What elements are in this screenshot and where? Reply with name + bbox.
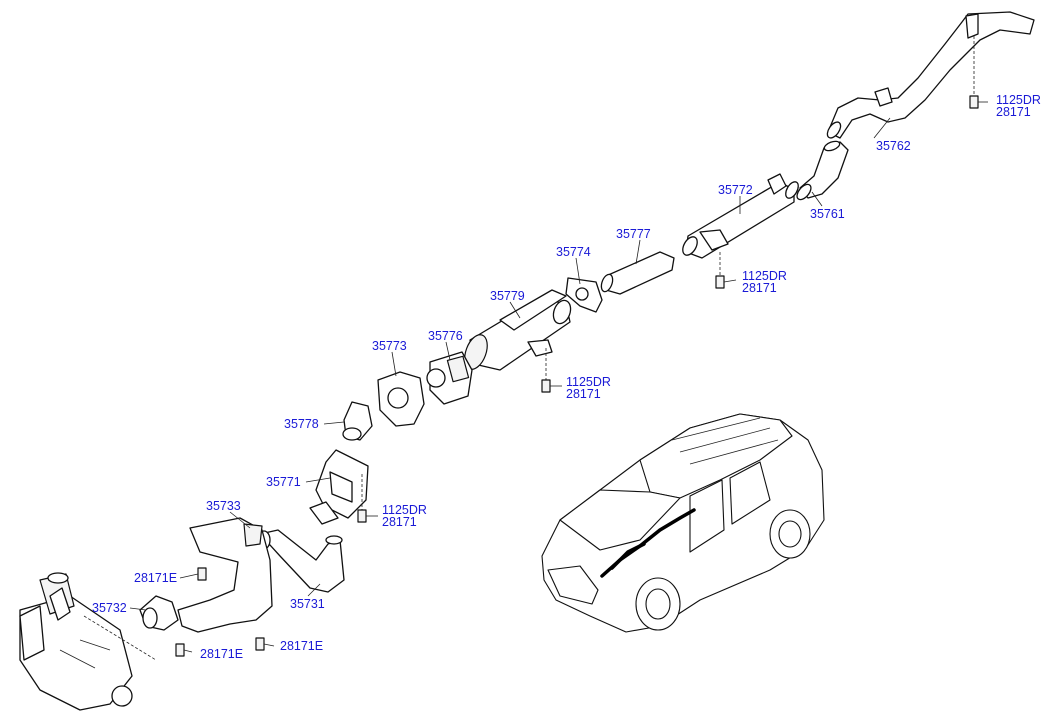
label-35762[interactable]: 35762: [876, 139, 911, 153]
label-35731[interactable]: 35731: [290, 597, 325, 611]
part-35732-hose[interactable]: [139, 595, 179, 631]
label-35778[interactable]: 35778: [284, 417, 319, 431]
label-28171-mid[interactable]: 28171: [742, 281, 777, 295]
bolt-28171e-left[interactable]: [197, 567, 207, 581]
bolt-28171e-bottom-right[interactable]: [255, 637, 265, 651]
bolt-28171e-bottom-left[interactable]: [175, 643, 185, 657]
part-35762-pipe[interactable]: [825, 11, 1035, 140]
vehicle-illustration: [541, 413, 825, 633]
label-28171-top[interactable]: 28171: [996, 105, 1031, 119]
label-35733[interactable]: 35733: [206, 499, 241, 513]
label-35773[interactable]: 35773: [372, 339, 407, 353]
label-35771[interactable]: 35771: [266, 475, 301, 489]
label-28171-bracket[interactable]: 28171: [382, 515, 417, 529]
part-35774-flange[interactable]: [565, 277, 603, 313]
part-35761-hose[interactable]: [794, 140, 849, 203]
label-1125dr-cooler[interactable]: 1125DR: [566, 375, 611, 389]
part-35773-gasket[interactable]: [377, 371, 425, 427]
bolt-1125dr-mid[interactable]: [715, 252, 725, 289]
label-28171e-bottom-right[interactable]: 28171E: [280, 639, 323, 653]
label-35732[interactable]: 35732: [92, 601, 127, 615]
alignment-line: [83, 615, 157, 661]
label-35772[interactable]: 35772: [718, 183, 753, 197]
part-35733-shield[interactable]: [177, 517, 273, 633]
label-28171-cooler[interactable]: 28171: [566, 387, 601, 401]
label-28171e-bottom-left[interactable]: 28171E: [200, 647, 243, 661]
part-35777-hose[interactable]: [599, 251, 675, 295]
part-35778-hose[interactable]: [342, 401, 373, 441]
label-35776[interactable]: 35776: [428, 329, 463, 343]
part-35776-valve[interactable]: [426, 351, 473, 405]
part-35772-pipe[interactable]: [680, 173, 801, 259]
part-35771-bracket[interactable]: [309, 449, 369, 525]
pump-assembly: [19, 572, 133, 711]
leader-lines: [129, 101, 988, 653]
label-35777[interactable]: 35777: [616, 227, 651, 241]
part-labels: 35762 35761 35772 35777 35774 35779 3577…: [92, 93, 1041, 661]
label-1125dr-bracket[interactable]: 1125DR: [382, 503, 427, 517]
label-28171e-left[interactable]: 28171E: [134, 571, 177, 585]
label-35761[interactable]: 35761: [810, 207, 845, 221]
label-35779[interactable]: 35779: [490, 289, 525, 303]
label-35774[interactable]: 35774: [556, 245, 591, 259]
part-35779-cooler[interactable]: [460, 289, 573, 372]
label-1125dr-mid[interactable]: 1125DR: [742, 269, 787, 283]
label-1125dr-top[interactable]: 1125DR: [996, 93, 1041, 107]
